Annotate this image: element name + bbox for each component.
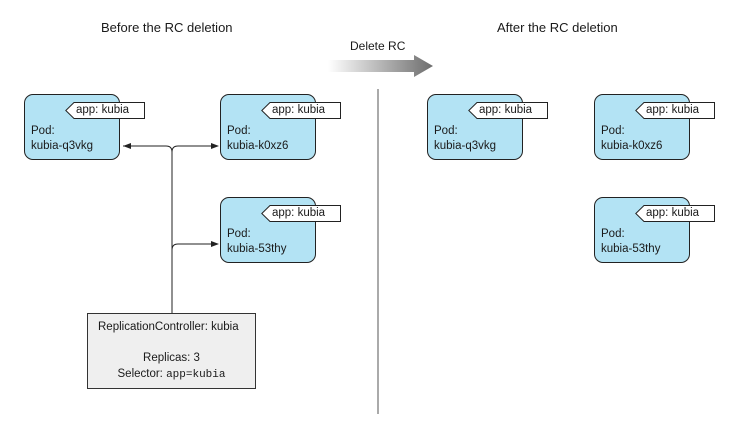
pod-name: kubia-q3vkg bbox=[434, 140, 497, 152]
replication-controller-box: ReplicationController: kubia Replicas: 3… bbox=[87, 313, 256, 389]
label-tag: app: kubia bbox=[468, 102, 548, 119]
rc-selector-value: app=kubia bbox=[166, 369, 226, 381]
after-heading: After the RC deletion bbox=[497, 20, 618, 35]
pod-kind: Pod: bbox=[601, 228, 625, 240]
pod-kind: Pod: bbox=[434, 125, 458, 137]
branch-to-k0xz6 bbox=[171, 145, 212, 153]
pod-after-q3vkg: app: kubia Pod: kubia-q3vkg bbox=[427, 94, 548, 160]
label-tag: app: kubia bbox=[261, 102, 341, 119]
pod-kind: Pod: bbox=[31, 125, 55, 137]
arrowhead-to-k0xz6 bbox=[211, 143, 219, 149]
delete-rc-label: Delete RC bbox=[350, 39, 406, 53]
label-tag-text: app: kubia bbox=[479, 104, 533, 116]
pod-name: kubia-53thy bbox=[601, 243, 661, 255]
label-tag: app: kubia bbox=[635, 205, 715, 222]
label-tag-text: app: kubia bbox=[646, 207, 700, 219]
pod-after-k0xz6: app: kubia Pod: kubia-k0xz6 bbox=[594, 94, 715, 160]
label-tag: app: kubia bbox=[261, 205, 341, 222]
label-tag-text: app: kubia bbox=[272, 207, 326, 219]
rc-selector: Selector: app=kubia bbox=[88, 368, 255, 381]
pod-after-53thy: app: kubia Pod: kubia-53thy bbox=[594, 197, 715, 263]
delete-rc-arrow bbox=[328, 55, 433, 77]
pod-before-53thy: app: kubia Pod: kubia-53thy bbox=[220, 197, 341, 263]
arrowhead-to-q3vkg bbox=[123, 143, 131, 149]
pod-name: kubia-q3vkg bbox=[31, 140, 94, 152]
label-tag-text: app: kubia bbox=[646, 104, 700, 116]
pod-name: kubia-k0xz6 bbox=[227, 140, 289, 152]
pod-before-k0xz6: app: kubia Pod: kubia-k0xz6 bbox=[220, 94, 341, 160]
rc-replicas: Replicas: 3 bbox=[143, 352, 200, 364]
label-tag-text: app: kubia bbox=[76, 104, 130, 116]
rc-selector-label: Selector: bbox=[117, 368, 167, 380]
rc-title: ReplicationController: kubia bbox=[98, 321, 239, 333]
label-tag-text: app: kubia bbox=[272, 104, 326, 116]
label-tag: app: kubia bbox=[65, 102, 145, 119]
pod-name: kubia-53thy bbox=[227, 243, 287, 255]
pod-kind: Pod: bbox=[227, 228, 251, 240]
label-tag: app: kubia bbox=[635, 102, 715, 119]
rc-trunk-line bbox=[123, 145, 173, 313]
pod-before-q3vkg: app: kubia Pod: kubia-q3vkg bbox=[24, 94, 145, 160]
pod-kind: Pod: bbox=[601, 125, 625, 137]
branch-to-53thy bbox=[171, 243, 212, 251]
arrowhead-to-53thy bbox=[211, 241, 219, 247]
pod-kind: Pod: bbox=[227, 125, 251, 137]
before-heading: Before the RC deletion bbox=[101, 20, 233, 35]
pod-name: kubia-k0xz6 bbox=[601, 140, 663, 152]
